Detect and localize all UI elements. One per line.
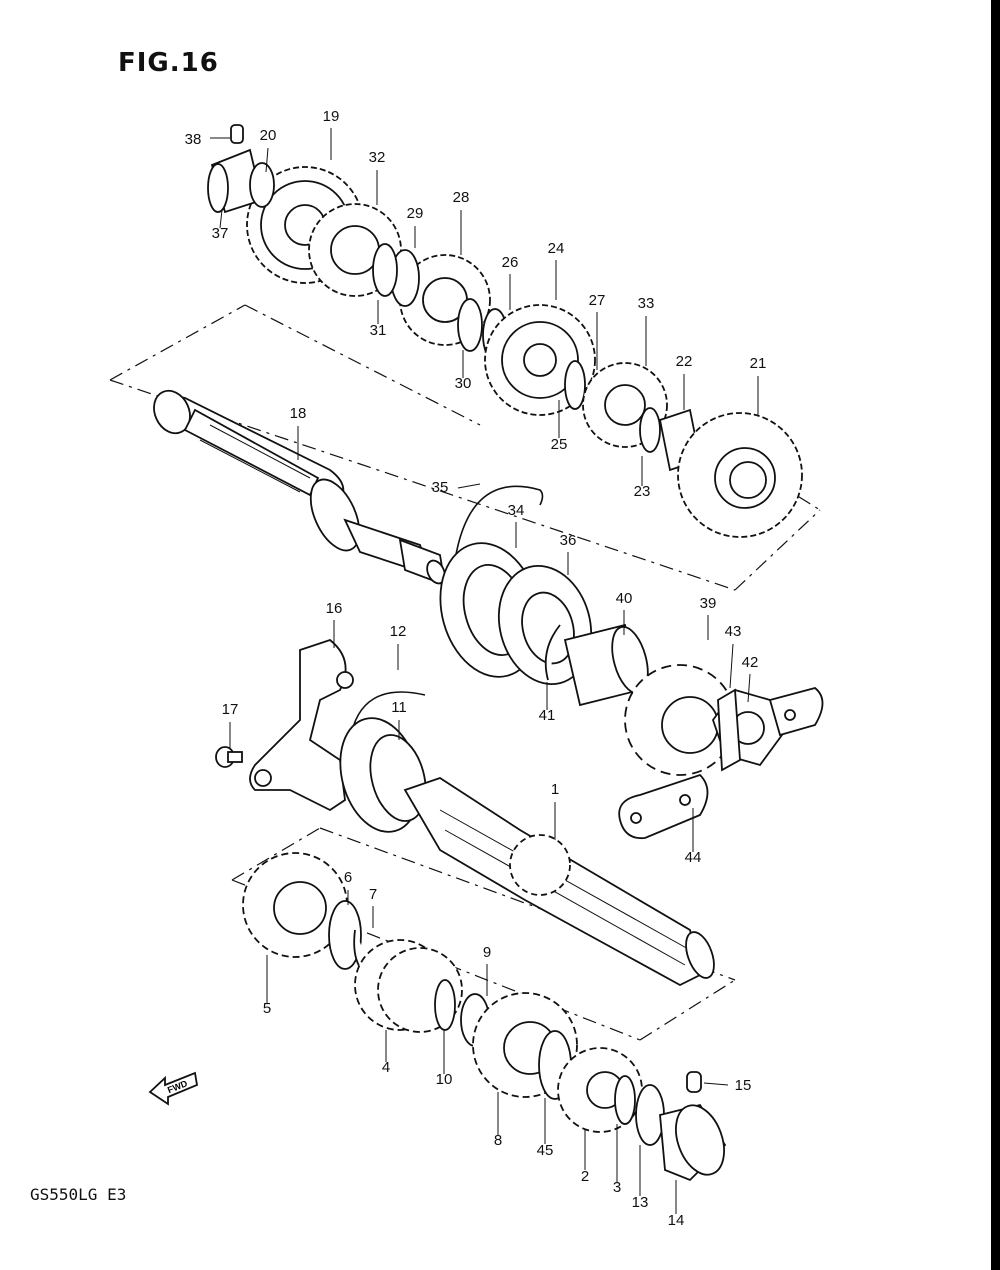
leader-line-42	[747, 673, 751, 703]
countershaft-boundary	[109, 304, 821, 591]
part-label-34: 34	[508, 502, 525, 519]
bearing-retainer-16	[249, 638, 354, 812]
circlip-35	[454, 485, 544, 561]
part-label-43: 43	[725, 623, 742, 640]
part-label-23: 23	[634, 483, 651, 500]
part-label-12: 12	[390, 623, 407, 640]
part-label-39: 39	[700, 595, 717, 612]
part-label-33: 33	[638, 295, 655, 312]
part-label-14: 14	[668, 1212, 685, 1229]
part-label-40: 40	[616, 590, 633, 607]
part-label-37: 37	[212, 225, 229, 242]
driveshaft-boundary	[231, 827, 736, 1041]
part-label-6: 6	[344, 869, 352, 886]
part-label-38: 38	[185, 131, 202, 148]
leader-line-43	[729, 643, 734, 689]
part-label-21: 21	[750, 355, 767, 372]
part-label-5: 5	[263, 1000, 271, 1017]
part-number-labels: 1234567891011121314151617181920212223242…	[185, 108, 767, 1229]
part-label-8: 8	[494, 1132, 502, 1149]
leader-line-15	[703, 1082, 729, 1086]
leader-line-20	[265, 147, 269, 173]
part-label-11: 11	[391, 699, 407, 716]
gear-21	[677, 412, 803, 538]
chain-44	[618, 687, 824, 840]
leader-line-37	[219, 209, 223, 229]
circlip-31	[372, 243, 398, 297]
screw-17	[215, 746, 243, 768]
part-label-13: 13	[632, 1194, 649, 1211]
part-label-25: 25	[551, 436, 568, 453]
washer-25	[564, 360, 586, 410]
spacer-40	[563, 623, 649, 707]
washer-6	[328, 900, 362, 970]
part-label-17: 17	[222, 701, 239, 718]
part-label-32: 32	[369, 149, 386, 166]
pin-15	[686, 1071, 702, 1093]
part-label-16: 16	[326, 600, 343, 617]
part-label-41: 41	[539, 707, 556, 724]
part-label-19: 19	[323, 108, 340, 125]
part-label-35: 35	[432, 479, 449, 496]
driveshaft-group	[215, 638, 736, 1182]
part-label-9: 9	[483, 944, 491, 961]
part-label-30: 30	[455, 375, 472, 392]
part-label-22: 22	[676, 353, 693, 370]
forward-direction-arrow: FWD	[148, 1071, 199, 1106]
part-label-31: 31	[370, 322, 387, 339]
part-label-42: 42	[742, 654, 759, 671]
part-label-27: 27	[589, 292, 606, 309]
part-label-44: 44	[685, 849, 702, 866]
part-label-3: 3	[613, 1179, 621, 1196]
part-label-10: 10	[436, 1071, 453, 1088]
bearing-14	[659, 1103, 727, 1182]
leader-lines	[210, 128, 759, 1214]
part-label-4: 4	[382, 1059, 390, 1076]
part-label-2: 2	[581, 1168, 589, 1185]
countershaft-group	[109, 124, 821, 591]
part-label-1: 1	[551, 781, 559, 798]
bearing-37	[207, 148, 275, 214]
part-label-20: 20	[260, 127, 277, 144]
bearing-11	[339, 717, 427, 833]
gear-5	[242, 852, 348, 958]
circlip-3	[614, 1075, 636, 1125]
part-label-24: 24	[548, 240, 565, 257]
part-label-18: 18	[290, 405, 307, 422]
leader-line-35	[457, 483, 481, 489]
part-label-15: 15	[735, 1077, 752, 1094]
model-code: GS550LG E3	[30, 1185, 127, 1204]
part-label-26: 26	[502, 254, 519, 271]
bearing-sprocket-group	[439, 485, 824, 840]
part-label-28: 28	[453, 189, 470, 206]
washer-30	[457, 298, 483, 352]
o-ring-41	[544, 624, 561, 681]
bush-10	[434, 979, 456, 1031]
figure-title: FIG.16	[118, 48, 219, 78]
pin-38	[230, 124, 244, 144]
page-edge-bar	[991, 0, 1000, 1270]
circlip-23	[639, 407, 661, 453]
part-label-36: 36	[560, 532, 577, 549]
part-label-45: 45	[537, 1142, 554, 1159]
washer-43	[717, 688, 741, 772]
part-label-29: 29	[407, 205, 424, 222]
part-label-7: 7	[369, 886, 377, 903]
countershaft	[153, 389, 447, 587]
driveshaft	[403, 777, 715, 987]
